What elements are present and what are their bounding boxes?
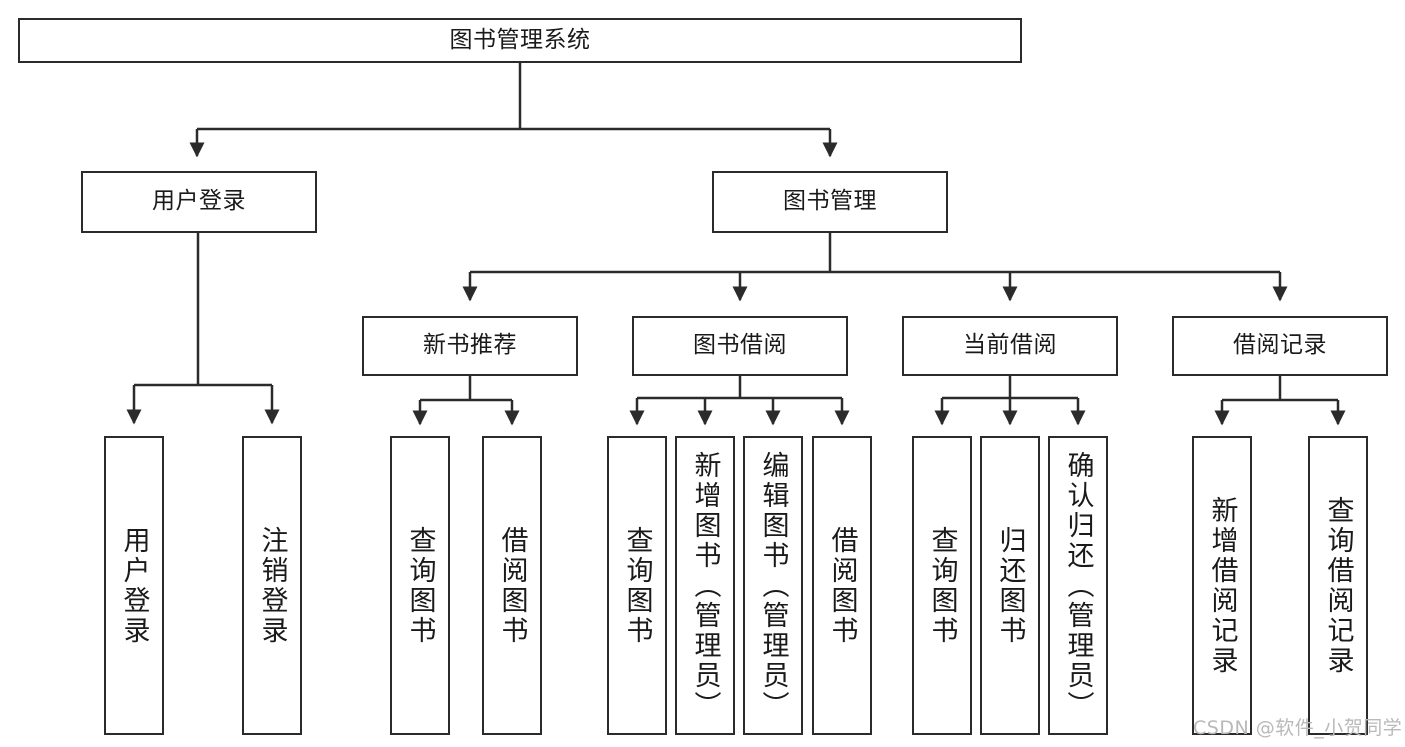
node-label: 用户登录 <box>118 525 150 646</box>
node-label: 归还图书 <box>994 525 1026 646</box>
leaf-current-query-book[interactable]: 查询图书 <box>912 436 972 735</box>
node-label: 图书管理系统 <box>449 26 591 53</box>
leaf-borrow-add-book-admin[interactable]: 新增图书（管理员） <box>675 436 735 735</box>
leaf-current-confirm-return-admin[interactable]: 确认归还（管理员） <box>1048 436 1108 735</box>
leaf-record-add-borrow-record[interactable]: 新增借阅记录 <box>1192 436 1252 735</box>
node-label: 图书借阅 <box>693 332 787 359</box>
node-current-borrow[interactable]: 当前借阅 <box>902 316 1118 376</box>
node-label: 图书管理 <box>783 188 877 215</box>
leaf-record-query-borrow-record[interactable]: 查询借阅记录 <box>1308 436 1368 735</box>
node-borrow-record[interactable]: 借阅记录 <box>1172 316 1388 376</box>
leaf-recommend-borrow-book[interactable]: 借阅图书 <box>482 436 542 735</box>
leaf-borrow-edit-book-admin[interactable]: 编辑图书（管理员） <box>743 436 803 735</box>
leaf-borrow-query-book[interactable]: 查询图书 <box>607 436 667 735</box>
leaf-user-logout[interactable]: 注销登录 <box>242 436 302 735</box>
node-label: 新增图书（管理员） <box>689 450 721 721</box>
node-user-login[interactable]: 用户登录 <box>81 171 317 233</box>
node-book-management[interactable]: 图书管理 <box>712 171 948 233</box>
watermark: CSDN @软件_小贺同学 <box>1193 717 1403 739</box>
node-label: 借阅记录 <box>1233 332 1327 359</box>
node-label: 查询借阅记录 <box>1322 495 1354 676</box>
leaf-borrow-borrow-book[interactable]: 借阅图书 <box>812 436 872 735</box>
node-root-system[interactable]: 图书管理系统 <box>18 18 1022 63</box>
node-label: 注销登录 <box>256 525 288 646</box>
node-label: 当前借阅 <box>963 332 1057 359</box>
node-label: 查询图书 <box>926 525 958 646</box>
node-new-book-recommend[interactable]: 新书推荐 <box>362 316 578 376</box>
leaf-recommend-query-book[interactable]: 查询图书 <box>390 436 450 735</box>
leaf-user-login[interactable]: 用户登录 <box>104 436 164 735</box>
node-label: 新书推荐 <box>423 332 517 359</box>
node-label: 确认归还（管理员） <box>1062 450 1094 721</box>
leaf-current-return-book[interactable]: 归还图书 <box>980 436 1040 735</box>
node-label: 编辑图书（管理员） <box>757 450 789 721</box>
node-label: 借阅图书 <box>496 525 528 646</box>
node-book-borrow[interactable]: 图书借阅 <box>632 316 848 376</box>
node-label: 新增借阅记录 <box>1206 495 1238 676</box>
node-label: 借阅图书 <box>826 525 858 646</box>
node-label: 查询图书 <box>404 525 436 646</box>
node-label: 查询图书 <box>621 525 653 646</box>
node-label: 用户登录 <box>152 188 246 215</box>
